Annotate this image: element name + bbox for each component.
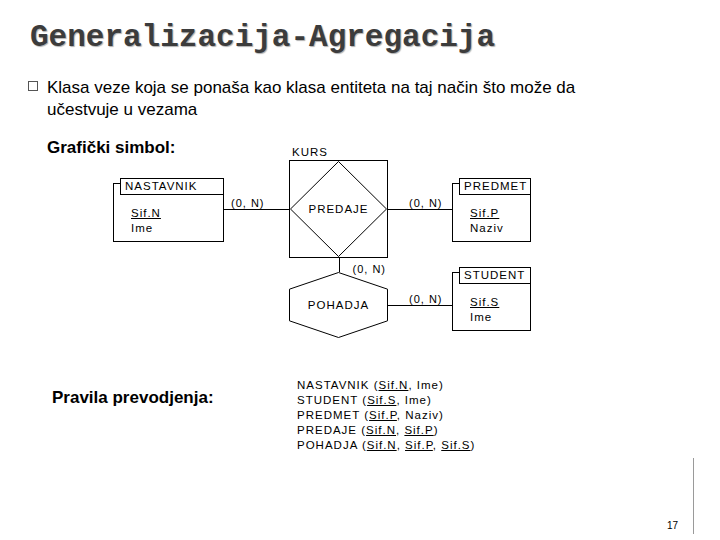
label-holder: POHADJA (Sif.N, Sif.P, Sif.S) bbox=[297, 438, 475, 453]
text-center: PREDAJE bbox=[290, 161, 387, 257]
title-box: Generalizacija-Agregacija bbox=[30, 20, 495, 55]
label-holder: Pravila prevodjenja: bbox=[52, 388, 214, 408]
key-attribute: Sif.S bbox=[470, 295, 499, 310]
rule-part: Sif.S bbox=[441, 439, 470, 451]
rule-part: Sif.P bbox=[405, 439, 433, 451]
connector-line bbox=[387, 209, 452, 210]
rule-part: STUDENT ( bbox=[297, 394, 367, 406]
cardinality: (0, N) bbox=[230, 197, 266, 209]
label-holder: STUDENT (Sif.S, Ime) bbox=[297, 393, 432, 408]
rule-part: , bbox=[396, 424, 404, 436]
label-holder: (0, N) bbox=[408, 193, 444, 211]
cardinality: (0, N) bbox=[408, 293, 444, 305]
label-holder: PREDMET (Sif.P, Naziv) bbox=[297, 408, 444, 423]
shape-outline bbox=[290, 273, 388, 338]
connector-line bbox=[388, 305, 452, 306]
label-holder: 17 bbox=[667, 520, 678, 531]
relationship-hexagon: POHADJA bbox=[289, 272, 388, 338]
attribute: Ime bbox=[131, 221, 161, 236]
section-label: Grafički simbol: bbox=[47, 138, 175, 158]
rule-part: ) bbox=[471, 439, 476, 451]
label-holder: PREDAJE (Sif.N, Sif.P) bbox=[297, 423, 439, 438]
key-attribute: Sif.P bbox=[470, 206, 504, 221]
entity-name: NASTAVNIK bbox=[125, 179, 219, 194]
rule-part: , Naziv) bbox=[397, 409, 444, 421]
key-attribute: Sif.N bbox=[131, 206, 161, 221]
schema-rule: NASTAVNIK (Sif.N, Ime) bbox=[297, 378, 444, 393]
rule-part: Sif.S bbox=[367, 394, 396, 406]
rule-part: PREDMET ( bbox=[297, 409, 369, 421]
rule-part: POHADJA ( bbox=[297, 439, 367, 451]
cardinality: (0, N) bbox=[408, 197, 444, 209]
shape-outline bbox=[291, 162, 387, 257]
entity-header: PREDMET bbox=[459, 178, 531, 195]
relationship-name: PREDAJE bbox=[308, 202, 368, 217]
entity-name: STUDENT bbox=[464, 268, 526, 283]
rule-part: , Ime) bbox=[408, 379, 443, 391]
entity-name: PREDMET bbox=[464, 179, 526, 194]
label-holder: (0, N) bbox=[352, 259, 388, 277]
attribute: Naziv bbox=[470, 221, 504, 236]
text-center: POHADJA bbox=[289, 272, 388, 338]
rule-part: Sif.N bbox=[366, 424, 396, 436]
label-holder: (0, N) bbox=[408, 289, 444, 307]
relationship-name: POHADJA bbox=[308, 298, 369, 313]
aggregation-name: KURS bbox=[292, 145, 328, 160]
rule-part: PREDAJE ( bbox=[297, 424, 366, 436]
label-holder: Klasa veze koja se ponaša kao klasa enti… bbox=[47, 77, 617, 121]
attribute-list: Sif.NIme bbox=[131, 206, 161, 236]
rule-part: Sif.P bbox=[369, 409, 397, 421]
rule-part: , Ime) bbox=[396, 394, 431, 406]
entity-header: NASTAVNIK bbox=[120, 178, 224, 195]
section-label: Pravila prevodjenja: bbox=[52, 388, 214, 408]
rule-part: , bbox=[397, 439, 405, 451]
attribute-list: Sif.SIme bbox=[470, 295, 499, 325]
schema-rule: PREDMET (Sif.P, Naziv) bbox=[297, 408, 444, 423]
entity-header: STUDENT bbox=[459, 267, 531, 284]
schema-rule: POHADJA (Sif.N, Sif.P, Sif.S) bbox=[297, 438, 475, 453]
label-holder: Grafički simbol: bbox=[47, 138, 175, 158]
aggregation-box: KURSPREDAJE bbox=[289, 160, 388, 258]
attribute: Ime bbox=[470, 310, 499, 325]
connector-line bbox=[224, 209, 290, 210]
relationship-diamond: PREDAJE bbox=[290, 161, 387, 257]
label-holder: (0, N) bbox=[230, 193, 266, 211]
bullet-square bbox=[29, 82, 38, 91]
connector-line bbox=[339, 258, 340, 272]
cardinality: (0, N) bbox=[352, 263, 388, 275]
entity-box: PREDMETSif.PNaziv bbox=[452, 183, 531, 242]
attribute-list: Sif.PNaziv bbox=[470, 206, 504, 236]
rule-part: Sif.P bbox=[404, 424, 433, 436]
rule-part: NASTAVNIK ( bbox=[297, 379, 379, 391]
page-number: 17 bbox=[667, 520, 678, 531]
rule-part: Sif.N bbox=[379, 379, 409, 391]
entity-box: NASTAVNIKSif.NIme bbox=[113, 183, 224, 242]
rule-part: ) bbox=[434, 424, 439, 436]
page-rule bbox=[693, 458, 694, 534]
label-holder: NASTAVNIK (Sif.N, Ime) bbox=[297, 378, 444, 393]
schema-rule: PREDAJE (Sif.N, Sif.P) bbox=[297, 423, 439, 438]
slide-title: Generalizacija-Agregacija bbox=[30, 20, 495, 55]
rule-part: , bbox=[433, 439, 441, 451]
entity-box: STUDENTSif.SIme bbox=[452, 272, 531, 331]
bullet-text: Klasa veze koja se ponaša kao klasa enti… bbox=[47, 77, 617, 121]
rule-part: Sif.N bbox=[367, 439, 397, 451]
schema-rule: STUDENT (Sif.S, Ime) bbox=[297, 393, 432, 408]
